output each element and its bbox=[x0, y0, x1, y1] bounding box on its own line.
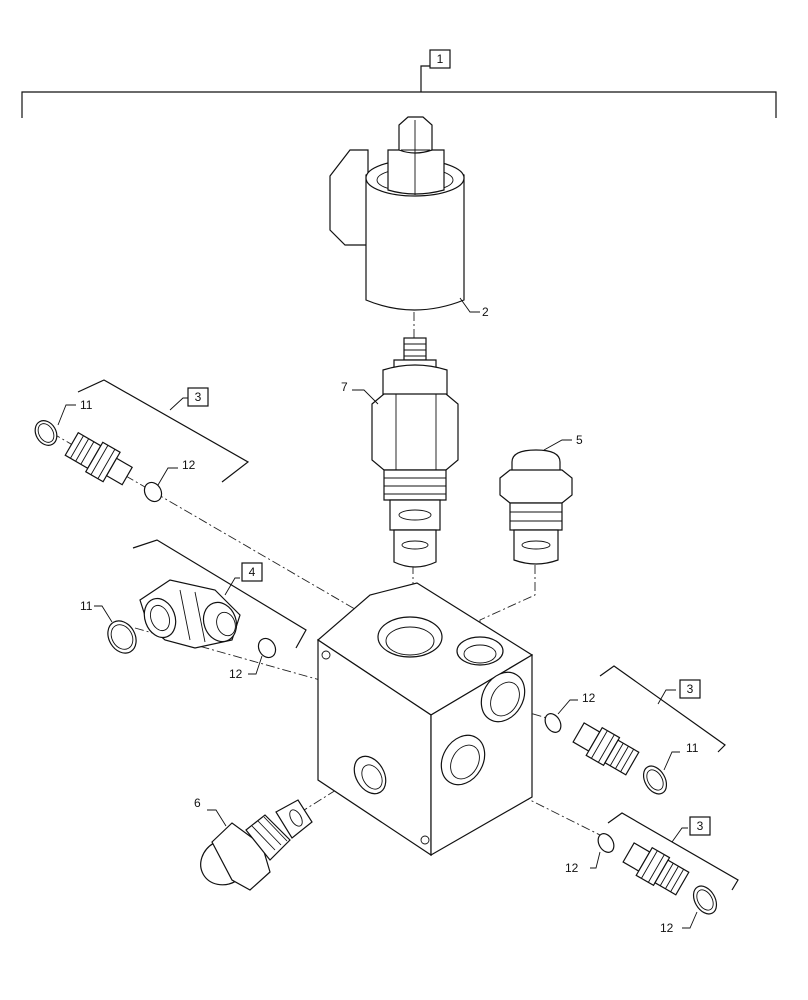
callout-12-right-upper[interactable]: 12 bbox=[582, 691, 596, 705]
callout-3-right-upper[interactable]: 3 bbox=[687, 682, 694, 696]
check-valve bbox=[499, 449, 573, 565]
adapter-fitting-left bbox=[64, 431, 133, 486]
o-ring-11-right-upper bbox=[642, 765, 668, 795]
callout-6[interactable]: 6 bbox=[194, 796, 201, 810]
solenoid-coil bbox=[329, 116, 465, 311]
o-ring-11-left bbox=[34, 420, 58, 446]
o-ring-12-left bbox=[143, 481, 163, 503]
callout-12-right-lower-a[interactable]: 12 bbox=[565, 861, 579, 875]
callout-3-right-lower[interactable]: 3 bbox=[697, 819, 704, 833]
callout-3-left[interactable]: 3 bbox=[195, 390, 202, 404]
o-ring-12-right-lower-a bbox=[597, 833, 615, 853]
adapter-fitting-right-lower bbox=[622, 842, 690, 896]
callout-11-elbow[interactable]: 11 bbox=[80, 599, 93, 613]
callout-5[interactable]: 5 bbox=[576, 433, 583, 447]
manifold-block bbox=[317, 582, 534, 857]
callout-7[interactable]: 7 bbox=[341, 380, 348, 394]
fitting-kit-right-lower-bracket: 3 bbox=[607, 812, 739, 891]
callout-11-left[interactable]: 11 bbox=[80, 398, 93, 412]
callout-1[interactable]: 1 bbox=[437, 52, 444, 66]
fitting-kit-right-upper-bracket: 3 bbox=[599, 665, 726, 753]
adapter-fitting-right-upper bbox=[572, 722, 640, 776]
fitting-kit-left-bracket: 3 bbox=[77, 379, 250, 483]
callout-2[interactable]: 2 bbox=[482, 305, 489, 319]
assembly-bracket: 1 bbox=[21, 49, 777, 118]
o-ring-12-elbow bbox=[257, 637, 277, 659]
solenoid-valve-cartridge bbox=[371, 337, 459, 568]
elbow-fitting bbox=[139, 579, 241, 649]
callout-4[interactable]: 4 bbox=[249, 565, 256, 579]
callout-12-right-lower-b[interactable]: 12 bbox=[660, 921, 674, 935]
callout-12-elbow[interactable]: 12 bbox=[229, 667, 243, 681]
callout-12-left[interactable]: 12 bbox=[182, 458, 196, 472]
elbow-kit-bracket: 4 bbox=[132, 539, 307, 649]
callout-11-right-upper[interactable]: 11 bbox=[686, 741, 699, 755]
relief-valve bbox=[200, 799, 313, 891]
o-ring-11-elbow bbox=[107, 620, 137, 654]
o-ring-12-right-upper bbox=[544, 713, 562, 733]
o-ring-12-right-lower-b bbox=[692, 885, 718, 915]
